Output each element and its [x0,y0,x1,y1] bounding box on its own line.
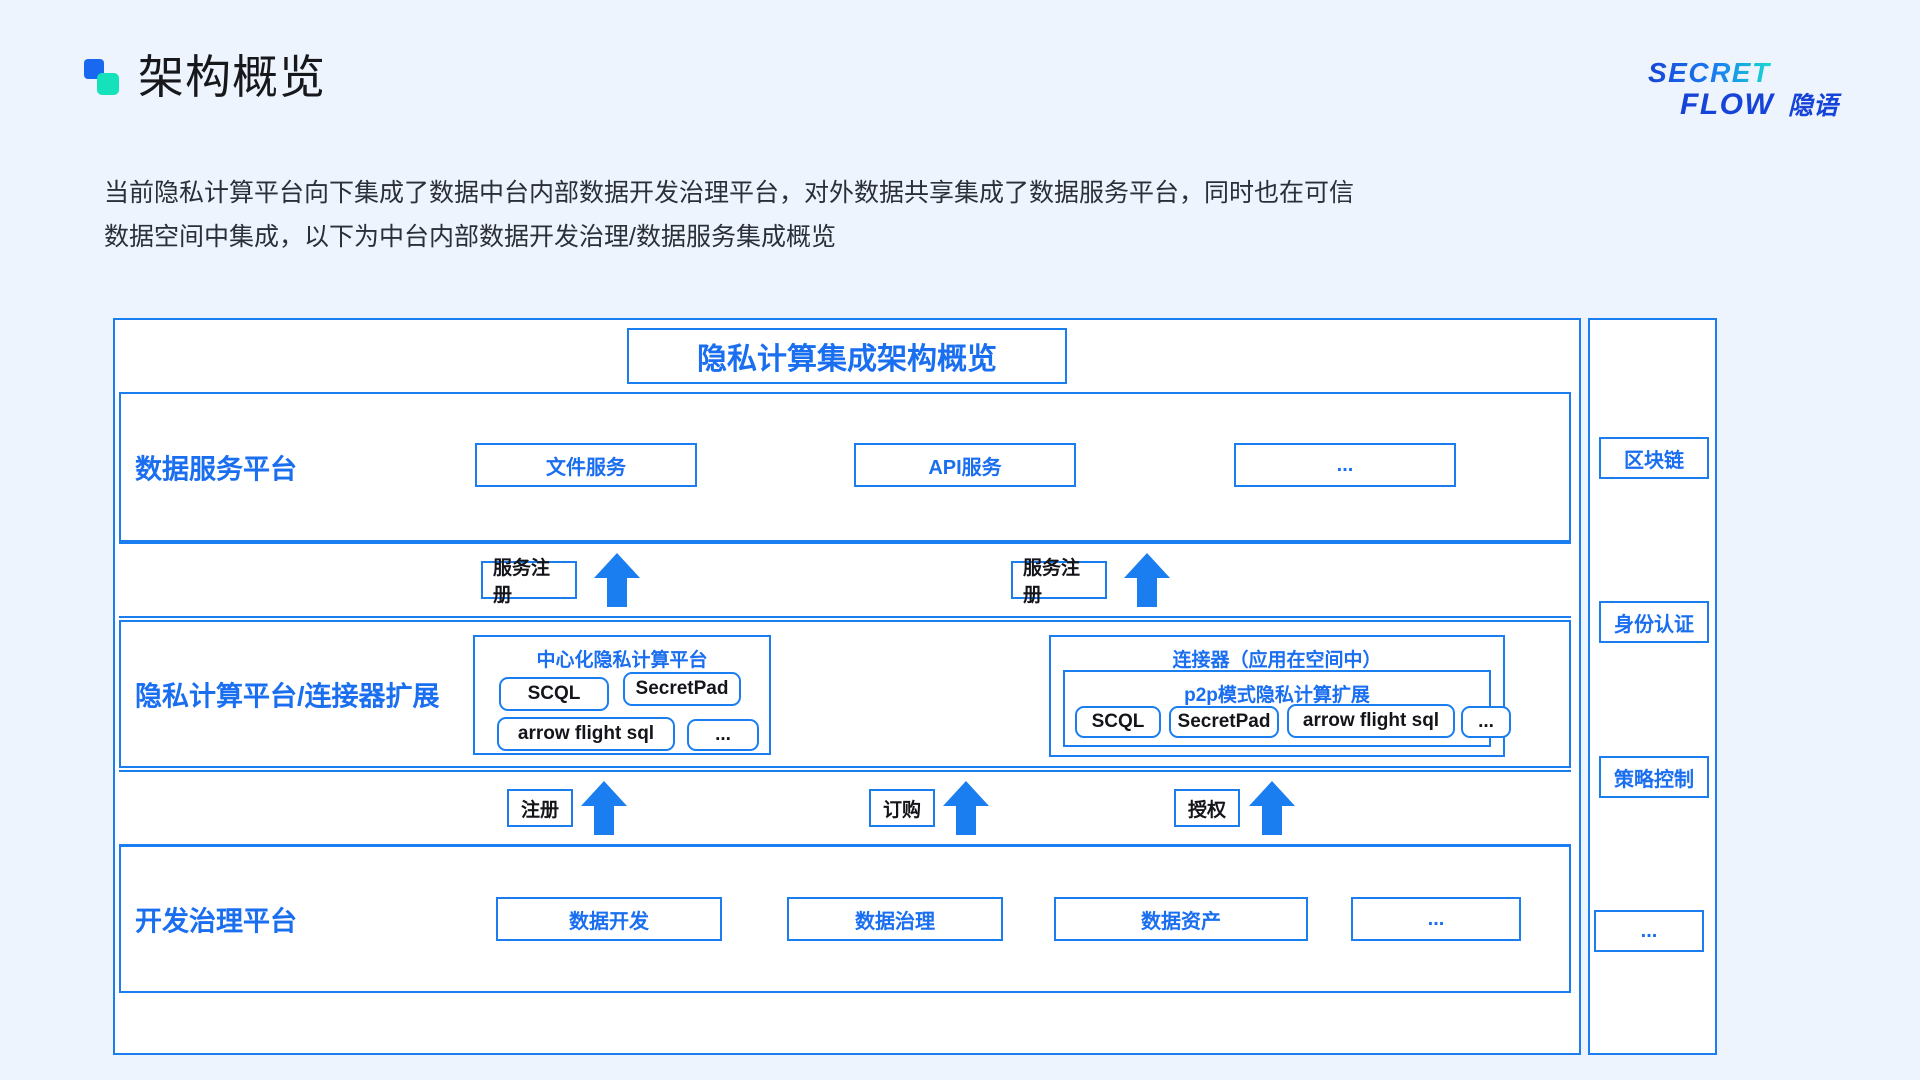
pill-secretpad-connector[interactable]: SecretPad [1169,706,1279,738]
card-title-centralized-platform: 中心化隐私计算平台 [536,650,708,671]
side-box-more[interactable]: ... [1594,910,1704,952]
side-box-policy-control[interactable]: 策略控制 [1599,756,1709,798]
divider-line-top [119,542,1571,544]
dev-box-data-governance[interactable]: 数据治理 [787,897,1003,941]
connector-row-service-registration: 服务注册 服务注册 [119,542,1571,618]
pill-more-centralized[interactable]: ... [687,719,759,751]
diagram-main-frame: 隐私计算集成架构概览 数据服务平台 文件服务 API服务 ... 服务注册 服务… [113,318,1581,1055]
side-column: 区块链 身份认证 策略控制 ... [1588,318,1717,1055]
band-label-data-service-platform: 数据服务平台 [135,454,297,485]
diagram-title-row: 隐私计算集成架构概览 [115,320,1579,392]
up-arrow-icon [943,781,989,835]
tag-order[interactable]: 订购 [869,789,935,827]
side-box-blockchain[interactable]: 区块链 [1599,437,1709,479]
dev-box-data-development[interactable]: 数据开发 [496,897,722,941]
connector-row-registration-order-auth: 注册 订购 授权 [119,770,1571,846]
service-box-api-service[interactable]: API服务 [854,443,1076,487]
pill-more-connector[interactable]: ... [1461,706,1511,738]
tag-service-registration-right[interactable]: 服务注册 [1011,558,1107,606]
svg-text:FLOW: FLOW [1680,88,1775,121]
dev-box-data-assets[interactable]: 数据资产 [1054,897,1308,941]
tag-authorization[interactable]: 授权 [1174,789,1240,827]
card-title-connector: 连接器（应用在空间中） [1172,650,1382,671]
tag-service-registration-left[interactable]: 服务注册 [481,558,577,606]
intro-line-2: 数据空间中集成，以下为中台内部数据开发治理/数据服务集成概览 [104,222,836,251]
service-box-file-service[interactable]: 文件服务 [475,443,697,487]
pill-scql-connector[interactable]: SCQL [1075,706,1161,738]
side-box-identity-authentication[interactable]: 身份认证 [1599,601,1709,643]
pill-arrow-flight-sql-centralized[interactable]: arrow flight sql [497,717,675,751]
up-arrow-icon [1124,553,1170,607]
band-privacy-platform: 隐私计算平台/连接器扩展 中心化隐私计算平台 SCQL SecretPad ar… [119,620,1571,768]
band-label-privacy-platform: 隐私计算平台/连接器扩展 [135,681,440,712]
pill-scql-centralized[interactable]: SCQL [499,677,609,711]
band-label-development-governance: 开发治理平台 [135,906,297,937]
intro-paragraph: 当前隐私计算平台向下集成了数据中台内部数据开发治理平台，对外数据共享集成了数据服… [104,172,1664,260]
secretflow-brand-logo: SECRET FLOW 隐语 [1640,52,1860,124]
architecture-diagram: 隐私计算集成架构概览 数据服务平台 文件服务 API服务 ... 服务注册 服务… [113,318,1717,1058]
divider-line-top [119,770,1571,772]
up-arrow-icon [594,553,640,607]
up-arrow-icon [1249,781,1295,835]
svg-text:SECRET: SECRET [1648,57,1772,88]
pill-arrow-flight-sql-connector[interactable]: arrow flight sql [1287,704,1455,738]
service-box-more[interactable]: ... [1234,443,1456,487]
two-squares-logo-icon [84,57,122,97]
dev-box-more[interactable]: ... [1351,897,1521,941]
diagram-title: 隐私计算集成架构概览 [627,328,1067,384]
svg-text:隐语: 隐语 [1788,92,1842,120]
intro-line-1: 当前隐私计算平台向下集成了数据中台内部数据开发治理平台，对外数据共享集成了数据服… [104,179,1355,207]
divider-line-bottom [119,616,1571,618]
band-data-service-platform: 数据服务平台 文件服务 API服务 ... [119,392,1571,542]
pill-secretpad-centralized[interactable]: SecretPad [623,672,741,706]
card-connector: 连接器（应用在空间中） p2p模式隐私计算扩展 SCQL SecretPad a… [1049,635,1511,757]
up-arrow-icon [581,781,627,835]
band-development-governance-platform: 开发治理平台 数据开发 数据治理 数据资产 ... [119,845,1571,993]
page-title: 架构概览 [138,51,326,103]
tag-register[interactable]: 注册 [507,789,573,827]
card-centralized-platform: 中心化隐私计算平台 SCQL SecretPad arrow flight sq… [473,635,771,755]
card-title-p2p-extension: p2p模式隐私计算扩展 [1184,685,1370,706]
slide-header: 架构概览 [84,54,326,100]
card-p2p-extension: p2p模式隐私计算扩展 SCQL SecretPad arrow flight … [1063,670,1511,747]
